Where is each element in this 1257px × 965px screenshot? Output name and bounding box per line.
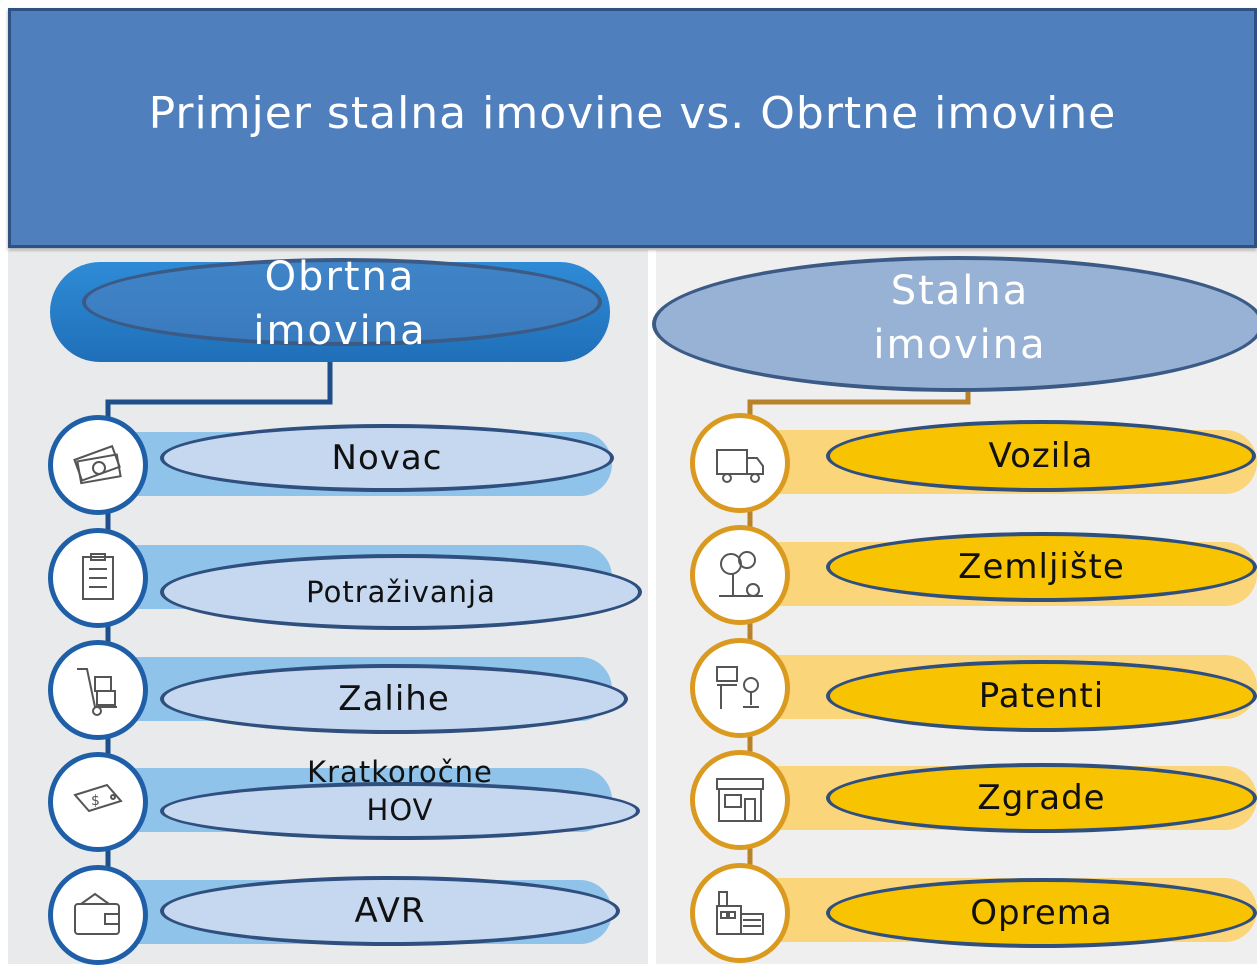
list-item-potrazivanja: Potraživanja (160, 554, 642, 630)
list-item-oprema: Oprema (826, 878, 1257, 948)
header-banner: Primjer stalna imovine vs. Obrtne imovin… (8, 8, 1257, 248)
fixed-assets-title: Stalna imovina (780, 264, 1140, 372)
fixed-assets-title-line1: Stalna (890, 268, 1030, 314)
item-label-line2: HOV (366, 793, 434, 827)
item-label-line1: Kratkoročne (307, 755, 493, 789)
item-label: Oprema (970, 893, 1113, 933)
list-item-novac: Novac (160, 424, 614, 492)
item-label: Vozila (988, 436, 1094, 476)
money-icon (48, 415, 148, 515)
hand-truck-icon (48, 640, 148, 740)
item-label: Zgrade (977, 778, 1106, 818)
item-label: Patenti (978, 676, 1105, 716)
list-item-zemljiste: Zemljište (826, 532, 1257, 602)
list-item-zalihe: Zalihe (160, 664, 628, 734)
current-assets-header-oval (82, 258, 602, 346)
item-label: Zalihe (338, 679, 450, 719)
checklist-icon (48, 528, 148, 628)
dollar-tag-icon: $ (48, 752, 148, 852)
desk-chair-icon (690, 638, 790, 738)
current-assets-title-line1: Obrtna (264, 254, 416, 300)
list-item-avr: AVR (160, 876, 620, 946)
list-item-kratkorocne-hov: Kratkoročne HOV (160, 755, 640, 840)
fixed-assets-header-oval (652, 256, 1257, 392)
current-assets-title: Obrtna imovina (160, 250, 520, 358)
factory-icon (690, 863, 790, 963)
list-item-patenti: Patenti (826, 660, 1257, 732)
wallet-icon (48, 865, 148, 965)
page-title: Primjer stalna imovine vs. Obrtne imovin… (148, 88, 1117, 139)
fixed-assets-title-line2: imovina (873, 322, 1047, 368)
item-label: Potraživanja (306, 575, 496, 609)
item-label: AVR (354, 891, 426, 931)
item-label: Zemljište (958, 547, 1125, 587)
item-label: Kratkoročne HOV (307, 753, 493, 829)
truck-icon (690, 413, 790, 513)
storefront-icon (690, 750, 790, 850)
item-label: Novac (331, 438, 443, 478)
list-item-vozila: Vozila (826, 420, 1256, 492)
list-item-zgrade: Zgrade (826, 763, 1257, 833)
current-assets-title-line2: imovina (253, 308, 427, 354)
tree-icon (690, 525, 790, 625)
svg-text:$: $ (91, 793, 100, 809)
